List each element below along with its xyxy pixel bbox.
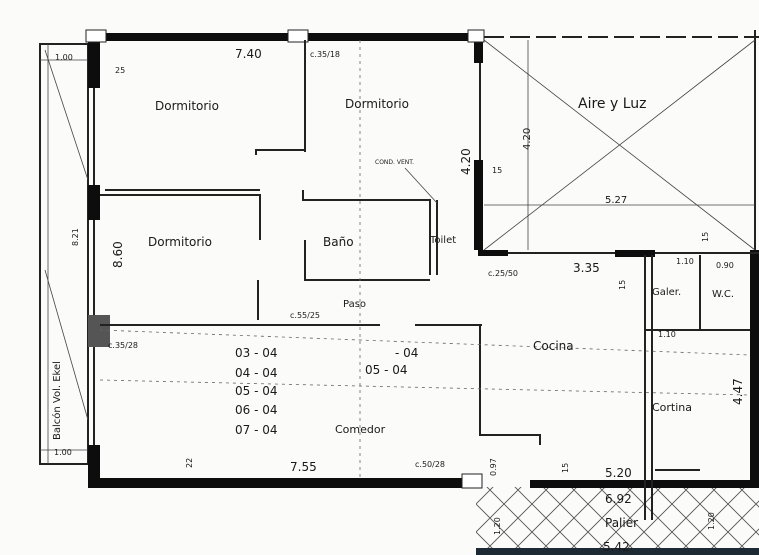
dim-palier-left: 1.20 — [493, 517, 502, 535]
dim-air-height: 4.20 — [522, 128, 533, 150]
room-galeria: Galer. — [652, 287, 681, 298]
annotation-c2: c.25/50 — [488, 269, 518, 278]
unit-list-item: - 04 — [395, 346, 418, 360]
dim-15a: 15 — [492, 166, 502, 175]
annotation-c5: c.50/28 — [415, 460, 445, 469]
interior-walls — [100, 40, 750, 520]
unit-list-item: 03 - 04 — [235, 346, 278, 360]
room-dormitorio-3: Dormitorio — [148, 235, 212, 249]
dim-15b: 15 — [618, 280, 627, 290]
room-aire-luz: Aire y Luz — [578, 96, 647, 112]
palier-bottom-bar — [476, 548, 759, 555]
unit-list: 03 - 04 04 - 04 05 - 04 06 - 04 07 - 04 … — [235, 346, 418, 437]
dim-palier-right: 1.20 — [707, 512, 716, 530]
dim-22: 22 — [185, 458, 194, 468]
unit-list-item: 05 - 04 — [235, 384, 278, 398]
dim-25: 25 — [115, 66, 125, 75]
room-dormitorio-2: Dormitorio — [345, 97, 409, 111]
dim-dorm-height: 4.20 — [459, 148, 473, 175]
wall-left — [88, 33, 100, 88]
dim-left-height: 8.60 — [111, 241, 125, 268]
dim-palier-bottom: 5.42 — [603, 540, 630, 554]
room-wc: W.C. — [712, 289, 734, 300]
dim-090: 0.90 — [716, 261, 734, 270]
dim-top-width: 7.40 — [235, 47, 262, 61]
unit-list-item: 04 - 04 — [235, 366, 278, 380]
dim-097: 0.97 — [489, 458, 498, 476]
room-toilet: Toilet — [429, 235, 456, 246]
wall-top — [88, 33, 484, 41]
room-comedor: Comedor — [335, 423, 386, 436]
wall-bottom — [88, 478, 478, 488]
room-palier: Palier — [605, 516, 638, 530]
annotation-c1: c.35/18 — [310, 50, 340, 59]
annotation-cond-vent: COND. VENT. — [375, 159, 414, 166]
wall-right — [750, 250, 759, 488]
dim-palier-width: 6.92 — [605, 492, 632, 506]
unit-list-item: 06 - 04 — [235, 403, 278, 417]
dim-balcony-bottom: 1.00 — [54, 448, 72, 457]
dim-air-width: 5.27 — [605, 195, 627, 206]
room-bano: Baño — [323, 235, 354, 249]
palier-hatch — [476, 487, 759, 549]
unit-list-item: 07 - 04 — [235, 423, 278, 437]
dim-15c: 15 — [701, 232, 710, 242]
wall-center — [474, 33, 483, 63]
room-cortina: Cortina — [652, 401, 692, 414]
room-cocina: Cocina — [533, 339, 574, 353]
annotation-c4: c.35/28 — [108, 341, 138, 350]
room-balcon: Balcón Vol. Ekel — [51, 361, 63, 440]
dim-kitchen-width: 3.35 — [573, 261, 600, 275]
room-paso: Paso — [343, 299, 366, 310]
dim-bottom-width: 7.55 — [290, 460, 317, 474]
room-dormitorio-1: Dormitorio — [155, 99, 219, 113]
dim-right-height: 4.47 — [731, 378, 745, 405]
dim-15d: 15 — [561, 463, 570, 473]
unit-list-item: 05 - 04 — [365, 363, 408, 377]
dim-bottom-right: 5.20 — [605, 466, 632, 480]
dim-balcony-side: 8.21 — [71, 228, 80, 246]
annotation-c3: c.55/25 — [290, 311, 320, 320]
balcony-outline — [39, 43, 89, 465]
dim-110: 1.10 — [676, 257, 694, 266]
dim-110b: 1.10 — [658, 330, 676, 339]
dim-balcony-top: 1.00 — [55, 53, 73, 62]
